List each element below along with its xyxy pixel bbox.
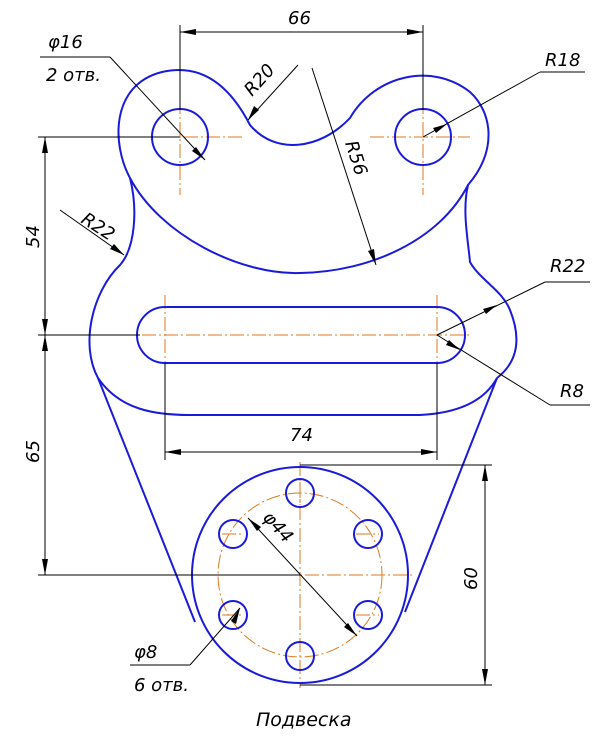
arrow-r56 [368,249,376,265]
small-hole-5 [353,600,383,630]
label-74: 74 [290,425,313,446]
part-outline [88,69,518,684]
middle-body-contour [97,377,498,416]
label-r22-right: R22 [550,256,585,277]
dimension-lines [38,25,590,686]
label-60: 60 [461,567,482,590]
arrow-54-top [42,137,48,153]
label-r8: R8 [560,381,584,402]
label-small-hole-count: 6 отв. [134,675,189,696]
dim-line-phi44 [247,517,358,637]
arrow-54-bottom [42,319,48,335]
label-r18: R18 [545,50,580,71]
arrow-phi8 [231,608,240,624]
arrow-66-right [407,29,423,35]
arrow-66-left [180,29,196,35]
drawing-title: Подвеска [256,709,352,731]
small-hole-3 [353,519,383,549]
label-r20: R20 [240,60,279,100]
label-phi44: φ44 [258,507,297,547]
top-outer-contour [117,69,518,379]
label-65: 65 [23,440,44,463]
label-66: 66 [288,8,311,29]
centerlines [120,100,470,688]
small-hole-2 [218,519,248,549]
label-top-hole-dia: φ16 [48,32,83,53]
arrow-65-bottom [42,559,48,575]
arrow-r8 [446,340,460,350]
arrow-r22-left [110,244,124,255]
arrow-60-top [482,465,488,481]
label-r22-left: R22 [77,209,118,246]
arrow-r18 [433,124,447,133]
arrow-r20 [248,106,259,120]
right-tangent-line [404,377,498,613]
arrow-74-right [421,449,437,455]
small-hole-4 [218,600,248,630]
arrow-phi44-top [248,518,261,531]
small-hole-6 [285,641,315,671]
label-top-hole-count: 2 отв. [46,65,101,86]
left-lobe-lower-curve [129,177,469,275]
leader-r56 [311,67,377,266]
arrow-phi44-bottom [344,623,357,636]
label-54: 54 [23,225,44,248]
labels: 66 φ16 2 отв. R18 R20 R56 R22 R22 R8 54 … [23,8,585,731]
arrow-74-left [165,449,181,455]
leader-phi16 [109,56,206,161]
label-small-hole-dia: φ8 [134,642,157,663]
arrow-r22-right [483,305,497,314]
small-hole-1 [285,478,315,508]
arrow-phi16 [192,147,205,160]
left-flank [88,177,136,379]
left-tangent-line [97,377,196,623]
leader-phi8 [189,607,241,666]
arrow-65-top [42,335,48,351]
arrow-60-bottom [482,669,488,685]
label-r56: R56 [340,138,371,178]
